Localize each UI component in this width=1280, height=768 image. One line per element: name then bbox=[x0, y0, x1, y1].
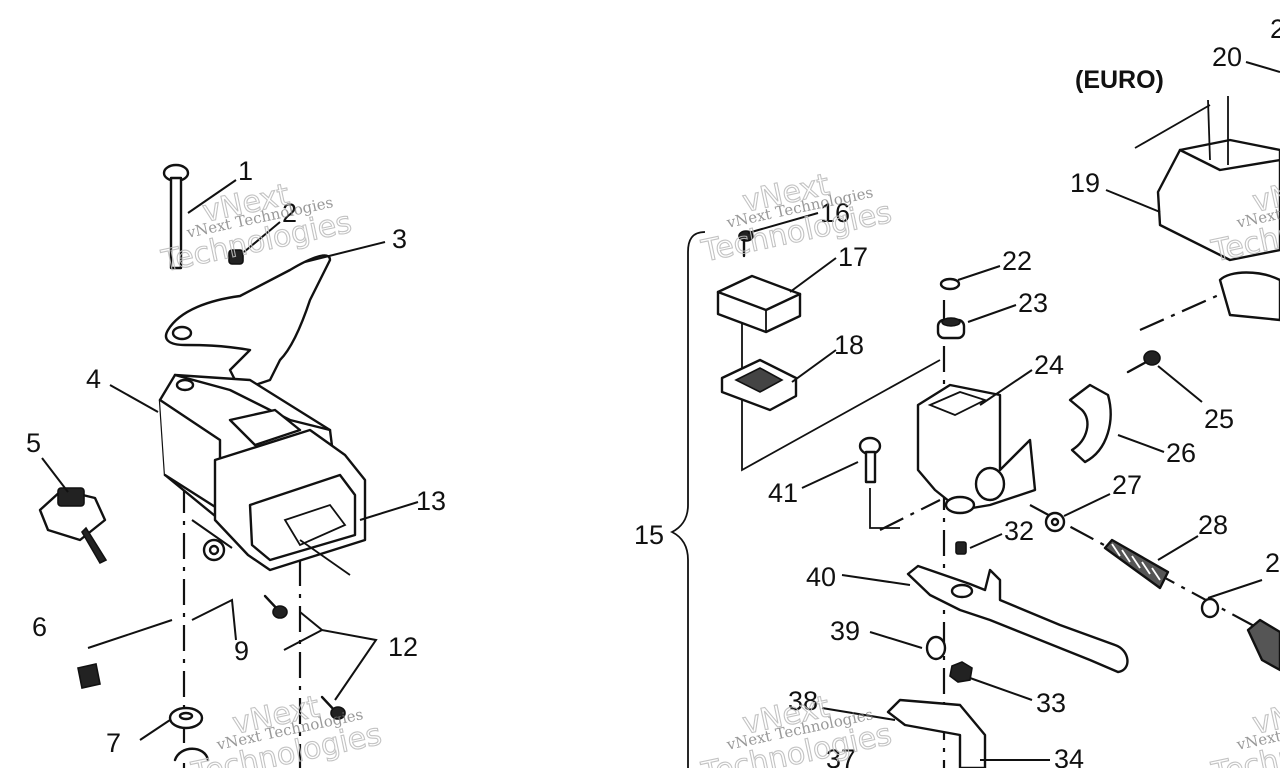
part-cover-13 bbox=[213, 428, 367, 576]
right-assembly bbox=[669, 61, 1280, 768]
callout-5: 5 bbox=[26, 428, 41, 458]
callout-26: 26 bbox=[1166, 438, 1196, 468]
callout-32: 32 bbox=[1004, 516, 1034, 546]
part-washer-9 bbox=[202, 538, 226, 562]
callout-7: 7 bbox=[106, 728, 121, 758]
part-switch-5 bbox=[38, 487, 108, 565]
part-clip bbox=[173, 747, 210, 762]
callout-15: 15 bbox=[634, 520, 664, 550]
part-nut-2 bbox=[228, 249, 244, 265]
callout-27: 27 bbox=[1112, 470, 1142, 500]
part-pin-1 bbox=[162, 163, 190, 270]
callout-12: 12 bbox=[388, 632, 418, 662]
callout-39: 39 bbox=[830, 616, 860, 646]
part-32 bbox=[955, 541, 967, 555]
callout-17: 17 bbox=[838, 242, 868, 272]
callout-41: 41 bbox=[768, 478, 798, 508]
part-spring-28 bbox=[1103, 538, 1170, 590]
part-bracket-3 bbox=[164, 254, 332, 392]
part-washer-22 bbox=[939, 277, 961, 291]
callout-25: 25 bbox=[1204, 404, 1234, 434]
callout-24: 24 bbox=[1034, 350, 1064, 380]
part-bushing-23 bbox=[936, 317, 966, 340]
callout-partial-right: 2 bbox=[1265, 548, 1280, 578]
part-bolt-41 bbox=[858, 436, 882, 484]
callout-partial-top: 2 bbox=[1270, 14, 1280, 44]
callout-3: 3 bbox=[392, 224, 407, 254]
part-nut-33 bbox=[949, 661, 973, 683]
callout-6: 6 bbox=[32, 612, 47, 642]
left-assembly bbox=[38, 163, 419, 768]
part-reservoir-19 bbox=[1134, 96, 1280, 322]
callout-38: 38 bbox=[788, 686, 818, 716]
part-bracket-38 bbox=[886, 698, 987, 768]
callout-22: 22 bbox=[1002, 246, 1032, 276]
part-cap-17 bbox=[716, 274, 802, 334]
callout-37: 37 bbox=[826, 744, 856, 768]
callout-34: 34 bbox=[1054, 744, 1084, 768]
callout-9: 9 bbox=[234, 636, 249, 666]
callout-1: 1 bbox=[238, 156, 253, 186]
callout-16: 16 bbox=[820, 198, 850, 228]
callout-28: 28 bbox=[1198, 510, 1228, 540]
part-master-cylinder-24 bbox=[916, 383, 1037, 515]
part-nut-6 bbox=[77, 663, 101, 689]
callout-20: 20 bbox=[1212, 42, 1242, 72]
part-spring-39 bbox=[925, 635, 947, 661]
part-clamp-26 bbox=[1068, 383, 1112, 464]
part-washer-7 bbox=[168, 706, 204, 730]
part-screws-12 bbox=[263, 594, 346, 720]
variant-label-euro: (EURO) bbox=[1075, 66, 1164, 94]
callout-23: 23 bbox=[1018, 288, 1048, 318]
callout-4: 4 bbox=[86, 364, 101, 394]
callout-40: 40 bbox=[806, 562, 836, 592]
callout-33: 33 bbox=[1036, 688, 1066, 718]
callout-19: 19 bbox=[1070, 168, 1100, 198]
brace-15 bbox=[669, 231, 706, 768]
part-bolt-25 bbox=[1126, 350, 1161, 374]
callout-13: 13 bbox=[416, 486, 446, 516]
callout-2: 2 bbox=[282, 198, 297, 228]
part-washer-27 bbox=[1044, 511, 1066, 533]
callout-18: 18 bbox=[834, 330, 864, 360]
part-diaphragm-18 bbox=[720, 358, 798, 412]
